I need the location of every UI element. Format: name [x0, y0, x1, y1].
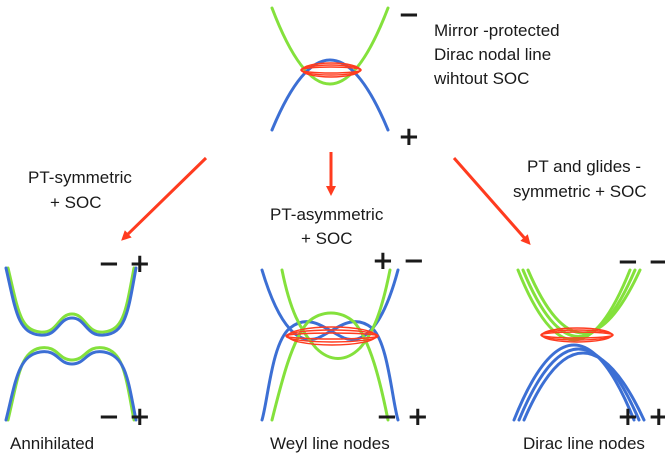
annihilated-label: Annihilated	[10, 434, 94, 453]
top-title-line-3: wihtout SOC	[433, 69, 529, 88]
weyl-blue-band-1	[260, 268, 400, 422]
top-panel: − + Mirror -protected Dirac nodal line w…	[270, 0, 560, 152]
weyl-label: Weyl line nodes	[270, 434, 390, 453]
top-lower-sign: +	[398, 122, 420, 152]
weyl-green-band-1	[280, 268, 392, 360]
annihilated-upper-band	[4, 266, 138, 337]
left-arrow-label-line-1: PT-symmetric	[28, 168, 132, 187]
middle-arrow-label-line-2: + SOC	[301, 229, 353, 248]
dirac-upper-signs: − −	[617, 247, 665, 277]
right-arrow	[452, 157, 531, 246]
weyl-upper-signs: + −	[372, 246, 425, 276]
weyl-nodal-rings	[285, 326, 379, 346]
weyl-lower-signs: − +	[376, 402, 429, 432]
left-arrow-label-line-2: + SOC	[50, 193, 102, 212]
weyl-green-band-2	[270, 311, 390, 422]
annihilated-lower-band	[4, 346, 138, 422]
dirac-label: Dirac line nodes	[523, 434, 645, 453]
top-upper-sign: −	[398, 0, 420, 30]
dirac-nodal-ring	[540, 327, 614, 343]
left-arrow	[121, 156, 208, 241]
annihilated-lower-signs: − +	[98, 402, 151, 432]
top-green-band	[270, 6, 390, 86]
top-title-line-1: Mirror -protected	[434, 21, 560, 40]
weyl-panel: + − − + Weyl line nodes	[260, 246, 429, 453]
dirac-blue-bands	[512, 343, 646, 422]
annihilated-upper-signs: − +	[98, 249, 151, 279]
dirac-lower-signs: + +	[617, 402, 665, 432]
top-blue-band	[270, 58, 390, 132]
right-arrow-label-line-1: PT and glides -	[527, 157, 641, 176]
middle-arrow-label-line-1: PT-asymmetric	[270, 205, 384, 224]
dirac-panel: − − + + Dirac line nodes	[512, 247, 665, 453]
right-arrow-label-line-2: symmetric + SOC	[513, 182, 647, 201]
top-title-line-2: Dirac nodal line	[434, 45, 551, 64]
annihilated-panel: − + − + Annihilated	[4, 249, 151, 453]
top-nodal-ring	[300, 62, 362, 78]
